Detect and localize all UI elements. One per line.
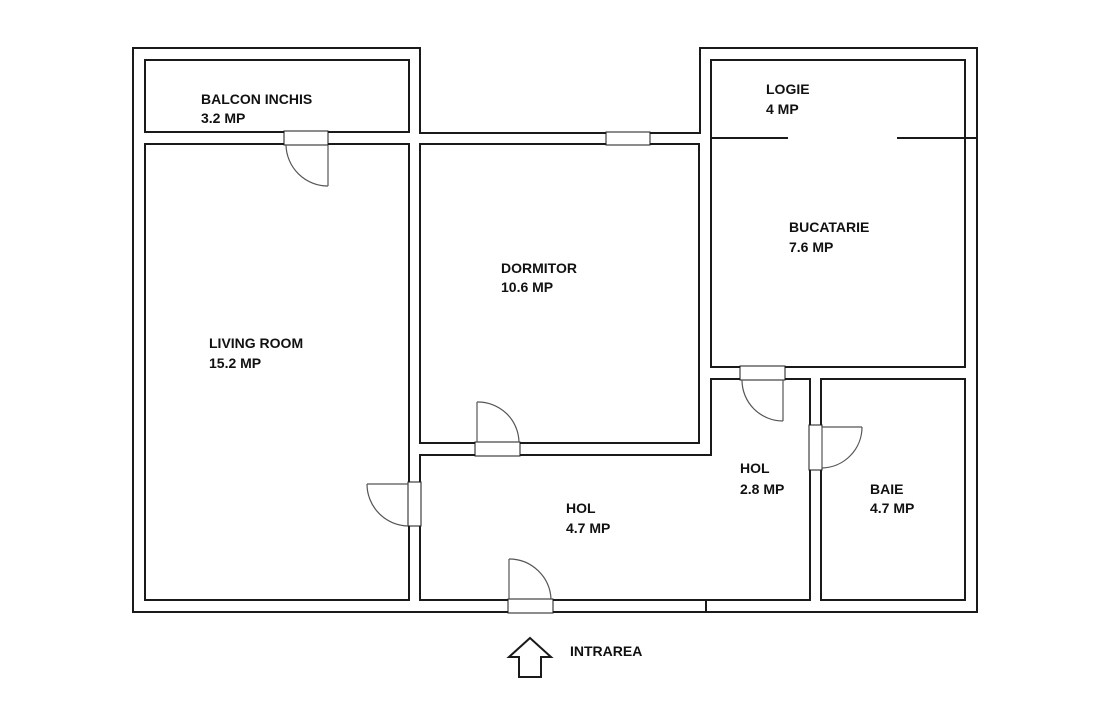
label-hol-mic-area: 2.8 MP xyxy=(740,481,784,497)
opening-dormitor-hol xyxy=(474,441,521,457)
opening-bucatarie-hol xyxy=(739,365,786,381)
label-baie-area: 4.7 MP xyxy=(870,500,914,516)
door-balcon-living xyxy=(285,144,329,187)
room-labels: BALCON INCHIS 3.2 MP LIVING ROOM 15.2 MP… xyxy=(201,81,914,659)
label-hol-mic-name: HOL xyxy=(740,460,770,476)
outer-walls xyxy=(132,47,978,613)
label-bucatarie-name: BUCATARIE xyxy=(789,219,869,235)
label-hol-mare-area: 4.7 MP xyxy=(566,520,610,536)
room-living-outline xyxy=(144,143,410,601)
label-dormitor-name: DORMITOR xyxy=(501,260,577,276)
room-bucatarie-outline xyxy=(710,59,966,368)
label-logie-area: 4 MP xyxy=(766,101,799,117)
label-balcon-name: BALCON INCHIS xyxy=(201,91,312,107)
door-entrance xyxy=(508,558,552,600)
doors xyxy=(285,144,863,600)
label-baie-name: BAIE xyxy=(870,481,903,497)
opening-balcon-living xyxy=(283,130,329,146)
opening-entrance xyxy=(507,598,554,614)
room-balcon-outline xyxy=(144,59,410,133)
label-living-area: 15.2 MP xyxy=(209,355,261,371)
entrance-arrow-icon xyxy=(506,636,554,678)
opening-hol-baie xyxy=(808,424,823,471)
label-balcon-area: 3.2 MP xyxy=(201,110,245,126)
room-walls xyxy=(144,59,966,612)
label-entrance: INTRAREA xyxy=(570,643,642,659)
room-hol-outline xyxy=(419,378,811,601)
label-logie-name: LOGIE xyxy=(766,81,810,97)
label-living-name: LIVING ROOM xyxy=(209,335,303,351)
door-hol-baie xyxy=(821,426,863,469)
door-living-hol xyxy=(366,483,409,527)
opening-living-hol xyxy=(407,481,422,527)
room-dormitor-outline xyxy=(419,143,700,444)
label-dormitor-area: 10.6 MP xyxy=(501,279,553,295)
label-hol-mare-name: HOL xyxy=(566,500,596,516)
opening-dormitor-window xyxy=(605,131,651,146)
room-baie-outline xyxy=(820,378,966,601)
door-bucatarie-hol xyxy=(741,379,784,422)
label-bucatarie-area: 7.6 MP xyxy=(789,239,833,255)
openings xyxy=(283,130,823,614)
door-dormitor-hol xyxy=(476,401,520,443)
